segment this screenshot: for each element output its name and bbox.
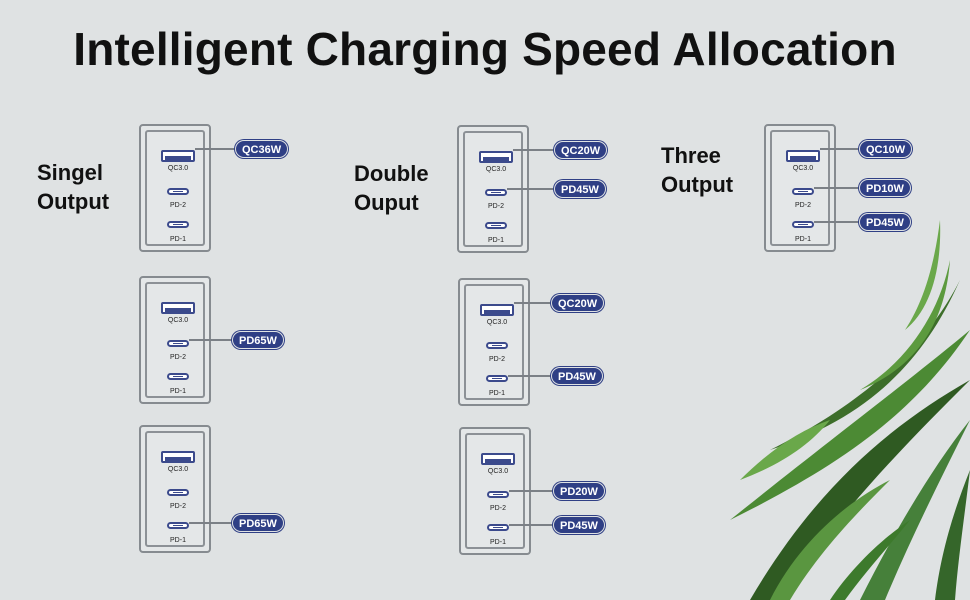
usb-c-port-icon xyxy=(167,489,189,496)
usb-c-port-icon xyxy=(167,373,189,380)
connector-line xyxy=(189,522,232,524)
port-label-pd2: PD-2 xyxy=(795,202,811,209)
power-badge-qc: QC20W xyxy=(551,294,605,312)
power-badge-pd1: PD65W xyxy=(232,514,284,532)
connector-line xyxy=(195,148,235,150)
connector-line xyxy=(814,221,859,223)
power-badge-pd1: PD45W xyxy=(553,516,605,534)
port-label-pd2: PD-2 xyxy=(170,202,186,209)
section-label-line: Singel xyxy=(37,160,104,185)
usb-c-port-icon xyxy=(792,188,814,195)
port-label-pd1: PD-1 xyxy=(489,390,505,397)
port-label-qc: QC3.0 xyxy=(487,468,509,475)
connector-line xyxy=(509,524,553,526)
usb-a-port-icon xyxy=(786,150,820,162)
port-label-pd1: PD-1 xyxy=(490,539,506,546)
power-badge-qc: QC10W xyxy=(859,140,913,158)
connector-line xyxy=(820,148,859,150)
usb-c-port-icon xyxy=(792,221,814,228)
power-badge-pd2: PD65W xyxy=(232,331,284,349)
port-label-qc: QC3.0 xyxy=(792,165,814,172)
section-label-line: Ouput xyxy=(354,190,419,215)
port-label-qc: QC3.0 xyxy=(167,165,189,172)
connector-line xyxy=(507,188,554,190)
connector-line xyxy=(514,302,551,304)
section-label-line: Three xyxy=(661,143,721,168)
usb-a-port-icon xyxy=(481,453,515,465)
usb-c-port-icon xyxy=(487,491,509,498)
usb-c-port-icon xyxy=(167,522,189,529)
usb-c-port-icon xyxy=(167,340,189,347)
port-label-pd2: PD-2 xyxy=(170,354,186,361)
plant-image xyxy=(730,220,970,600)
usb-c-port-icon xyxy=(485,189,507,196)
port-label-pd1: PD-1 xyxy=(488,237,504,244)
port-label-pd2: PD-2 xyxy=(489,356,505,363)
usb-a-port-icon xyxy=(161,302,195,314)
port-label-pd2: PD-2 xyxy=(170,503,186,510)
power-badge-qc: QC20W xyxy=(554,141,608,159)
usb-c-port-icon xyxy=(167,221,189,228)
section-label-double: Double Ouput xyxy=(354,159,429,217)
connector-line xyxy=(509,490,553,492)
power-badge-pd1: PD45W xyxy=(859,213,911,231)
usb-a-port-icon xyxy=(161,451,195,463)
port-label-pd1: PD-1 xyxy=(795,236,811,243)
usb-c-port-icon xyxy=(486,342,508,349)
usb-c-port-icon xyxy=(487,524,509,531)
section-label-line: Output xyxy=(661,172,734,197)
usb-a-port-icon xyxy=(479,151,513,163)
port-label-qc: QC3.0 xyxy=(167,317,189,324)
usb-a-port-icon xyxy=(161,150,195,162)
page-title: Intelligent Charging Speed Allocation xyxy=(73,23,897,75)
section-label-single: Singel Output xyxy=(37,158,109,216)
power-badge-pd2: PD45W xyxy=(554,180,606,198)
section-label-line: Output xyxy=(37,189,110,214)
connector-line xyxy=(189,339,232,341)
port-label-pd2: PD-2 xyxy=(488,203,504,210)
usb-c-port-icon xyxy=(167,188,189,195)
power-badge-pd2: PD10W xyxy=(859,179,911,197)
usb-c-port-icon xyxy=(486,375,508,382)
power-badge-pd1: PD45W xyxy=(551,367,603,385)
section-label-three: Three Output xyxy=(661,141,733,199)
power-badge-pd2: PD20W xyxy=(553,482,605,500)
power-badge-qc: QC36W xyxy=(235,140,289,158)
section-label-line: Double xyxy=(354,161,429,186)
usb-c-port-icon xyxy=(485,222,507,229)
connector-line xyxy=(508,375,551,377)
port-label-qc: QC3.0 xyxy=(167,466,189,473)
port-label-qc: QC3.0 xyxy=(485,166,507,173)
connector-line xyxy=(513,149,554,151)
port-label-pd1: PD-1 xyxy=(170,236,186,243)
usb-a-port-icon xyxy=(480,304,514,316)
port-label-pd1: PD-1 xyxy=(170,388,186,395)
connector-line xyxy=(814,187,859,189)
port-label-pd2: PD-2 xyxy=(490,505,506,512)
port-label-pd1: PD-1 xyxy=(170,537,186,544)
port-label-qc: QC3.0 xyxy=(486,319,508,326)
